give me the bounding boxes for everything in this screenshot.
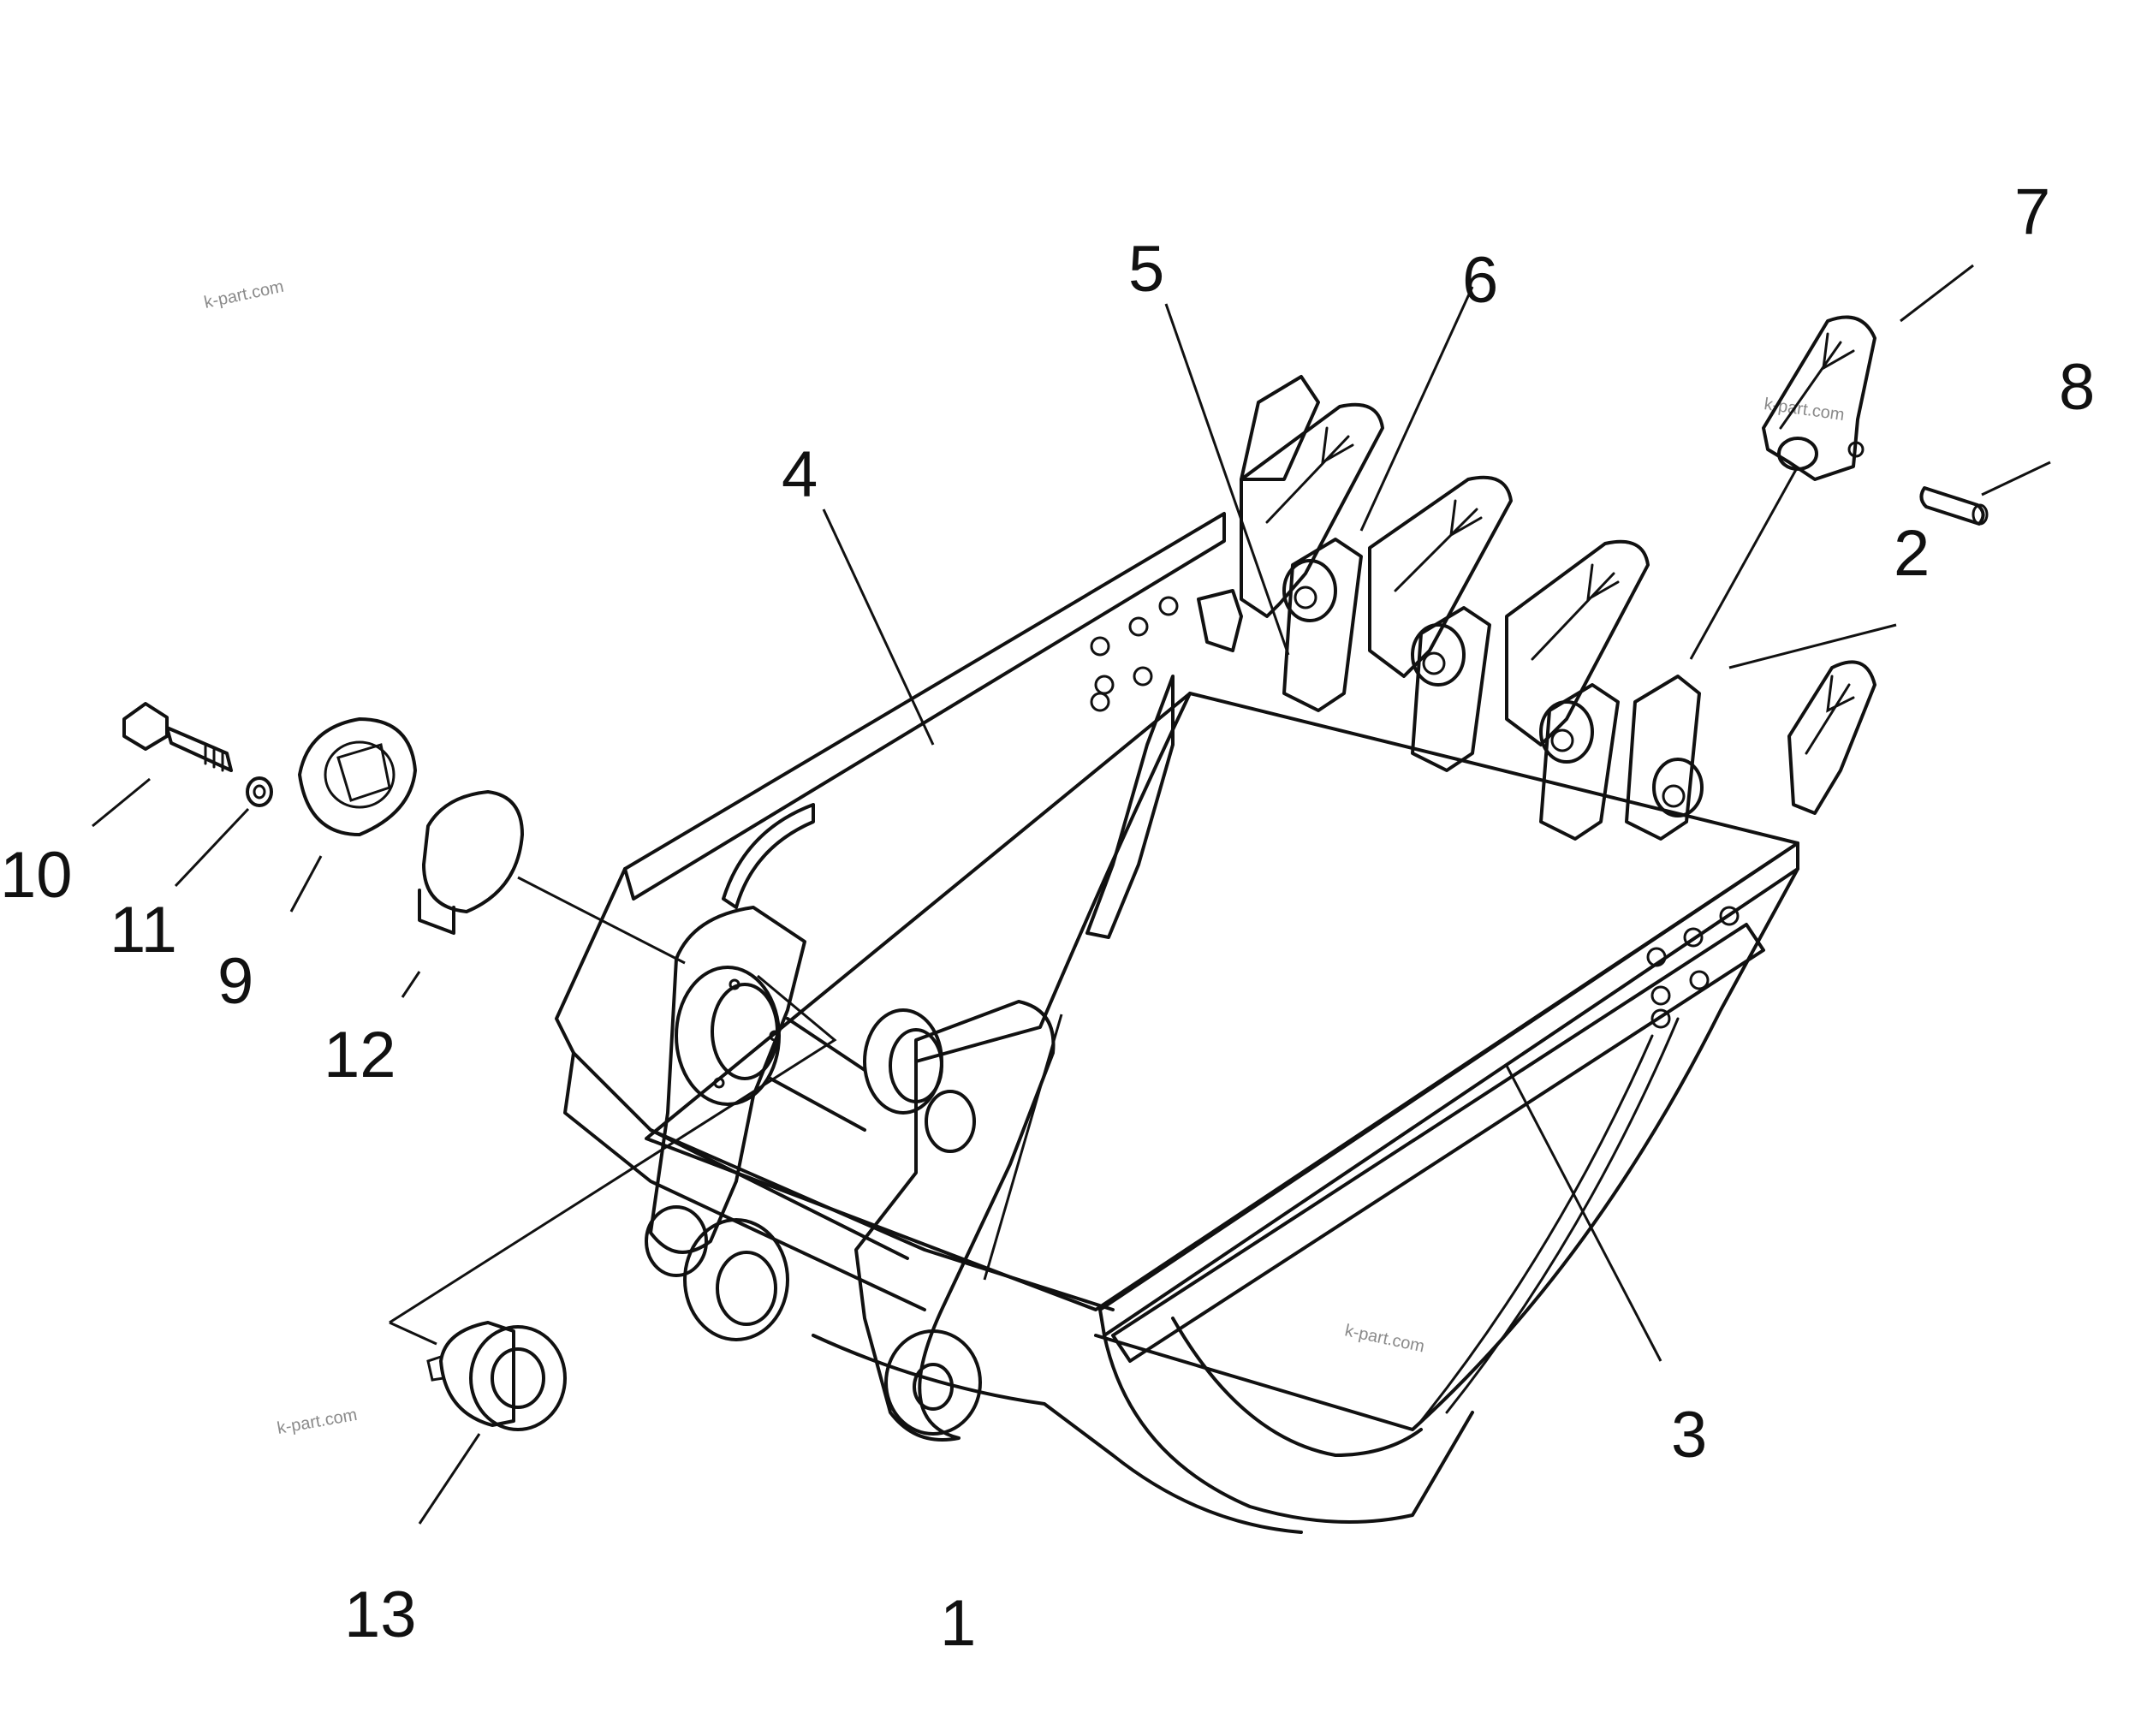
part-label-1: 1 xyxy=(940,1587,976,1660)
part-label-12: 12 xyxy=(324,1019,396,1091)
part-label-11: 11 xyxy=(110,894,177,966)
hardware-parts xyxy=(122,702,567,1431)
leader-lines xyxy=(92,264,2051,1525)
linkage-bracket xyxy=(645,906,1056,1442)
watermark: k-part.com xyxy=(276,1406,359,1438)
part-label-4: 4 xyxy=(782,438,818,511)
part-labels: 1 2 3 4 5 6 7 8 9 10 11 12 13 xyxy=(0,175,2095,1660)
part-label-13: 13 xyxy=(344,1578,417,1651)
part-label-10: 10 xyxy=(0,839,73,912)
watermark: k-part.com xyxy=(1343,1321,1426,1356)
watermark: k-part.com xyxy=(202,277,285,312)
bucket-body xyxy=(555,512,1799,1534)
teeth-row xyxy=(1197,315,1989,841)
assembly-lines xyxy=(389,876,837,1346)
part-label-9: 9 xyxy=(217,945,253,1018)
part-label-7: 7 xyxy=(2014,175,2050,248)
part-label-8: 8 xyxy=(2059,351,2095,424)
part-label-6: 6 xyxy=(1462,244,1498,317)
part-label-2: 2 xyxy=(1894,517,1930,590)
part-label-3: 3 xyxy=(1671,1399,1707,1471)
part-label-5: 5 xyxy=(1128,233,1164,306)
